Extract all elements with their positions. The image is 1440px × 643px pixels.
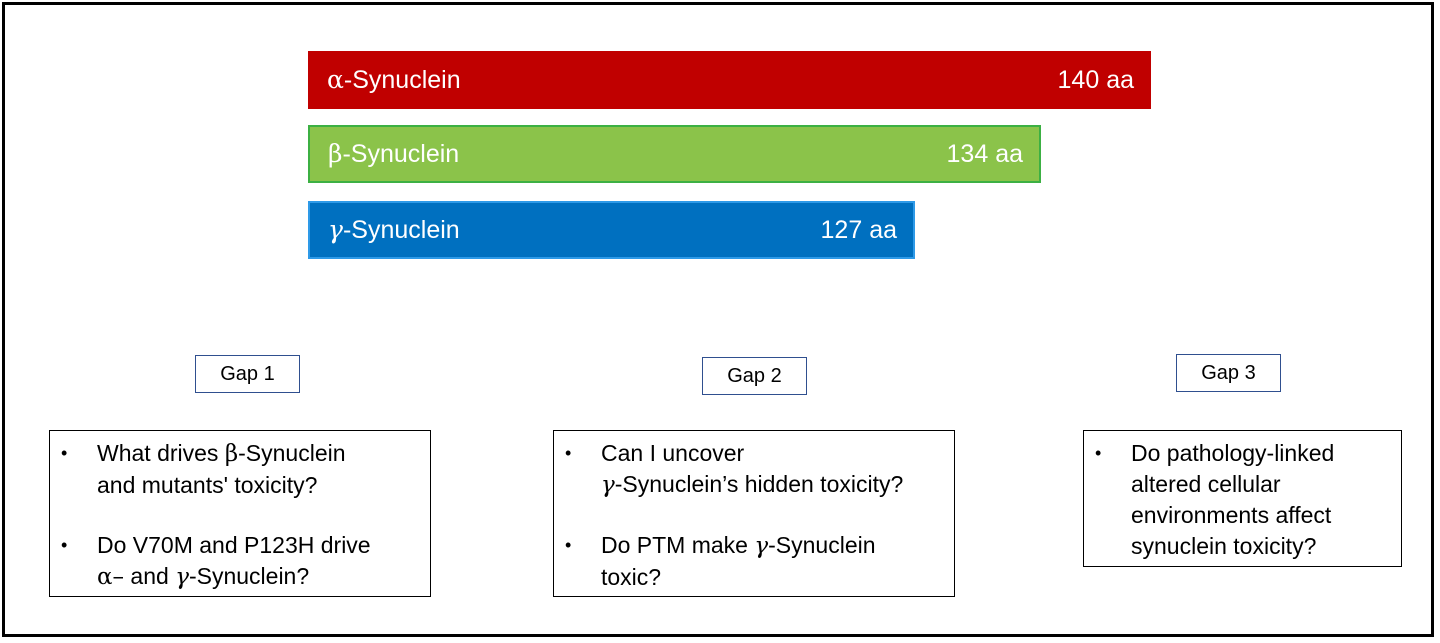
bullet: • — [61, 443, 68, 463]
bullet: • — [565, 443, 572, 463]
bullet: • — [565, 535, 572, 555]
beta-synuclein-label: β-Synuclein — [328, 139, 460, 168]
bullet: • — [1095, 443, 1102, 463]
gamma-synuclein-length: 127 aa — [820, 215, 897, 244]
gap-3-label: Gap 3 — [1176, 354, 1281, 392]
alpha-synuclein-length: 140 aa — [1057, 65, 1134, 94]
gap-2-label: Gap 2 — [702, 357, 807, 395]
gamma-synuclein-label: γ-Synuclein — [328, 215, 460, 244]
beta-synuclein-length: 134 aa — [946, 139, 1023, 168]
gap-2-questions-box: • Can I uncover γ-Synuclein’s hidden tox… — [553, 430, 955, 597]
gap-1-questions-box: • What drives β-Synuclein and mutants' t… — [49, 430, 431, 597]
bullet: • — [61, 535, 68, 555]
beta-synuclein-bar: β-Synuclein 134 aa — [308, 125, 1041, 183]
alpha-synuclein-label: α-Synuclein — [327, 65, 461, 94]
gap-3-questions-box: • Do pathology-linked altered cellular e… — [1083, 430, 1402, 567]
gap-1-label: Gap 1 — [195, 355, 300, 393]
alpha-synuclein-bar: α-Synuclein 140 aa — [308, 51, 1151, 109]
gamma-synuclein-bar: γ-Synuclein 127 aa — [308, 201, 915, 259]
